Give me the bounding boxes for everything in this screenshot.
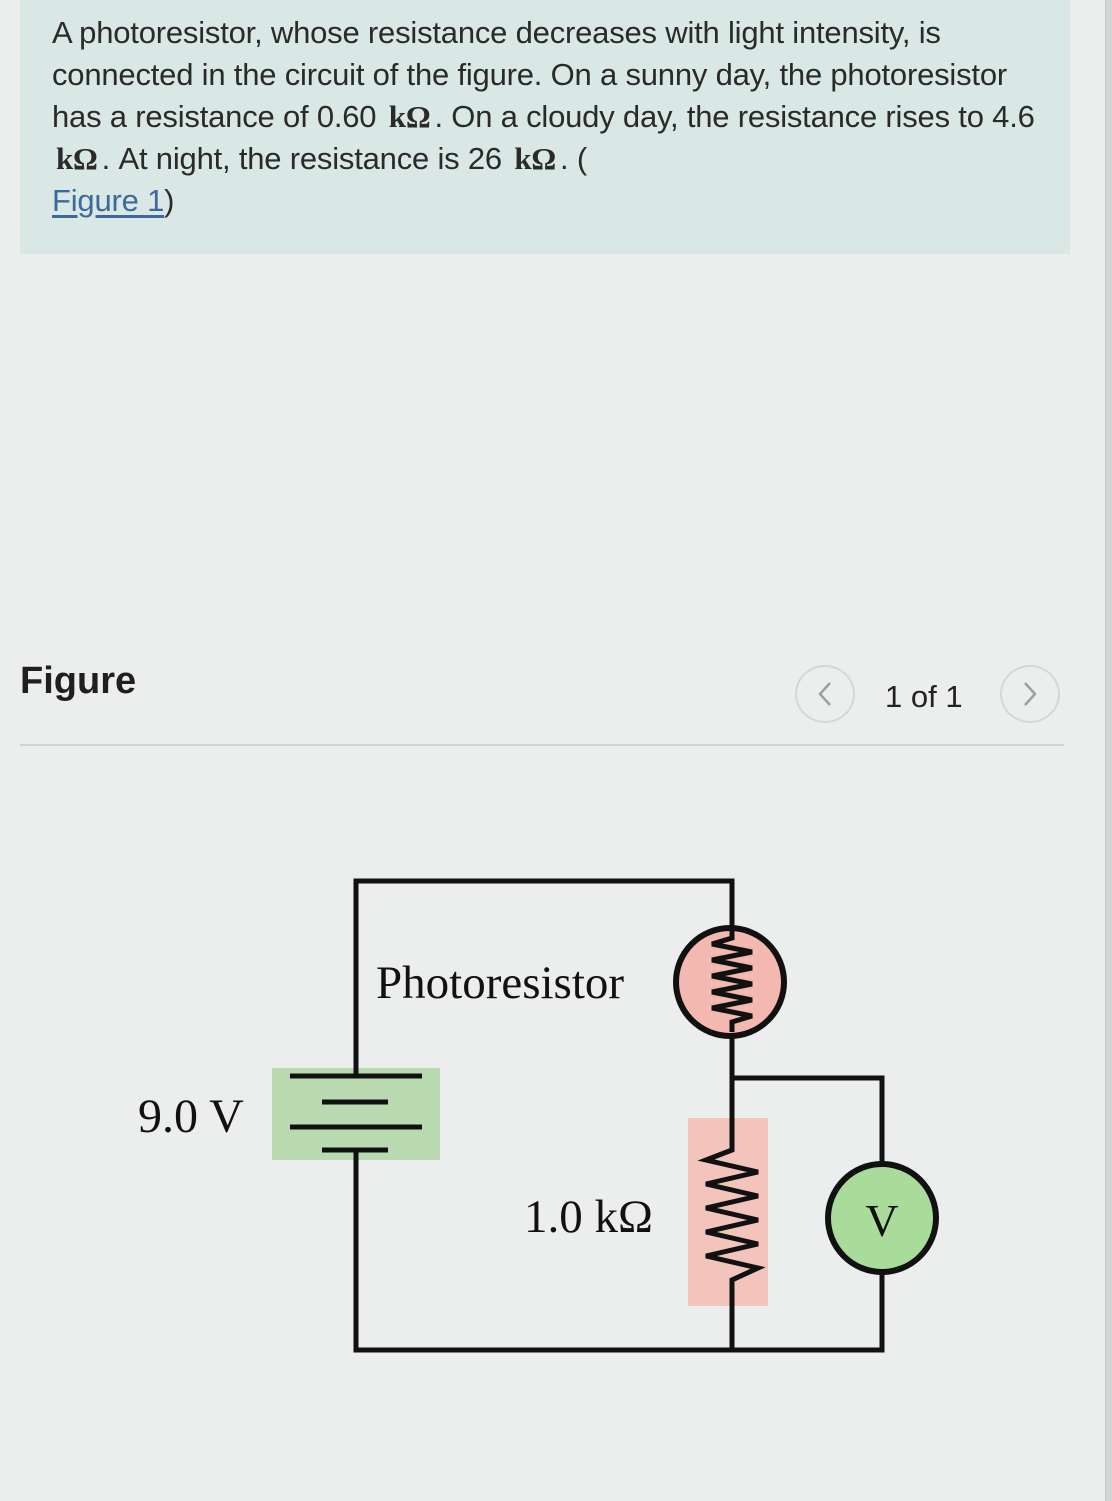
problem-text-part: A photoresistor, whose resistance decrea…	[52, 15, 1007, 134]
photoresistor-label: Photoresistor	[376, 957, 624, 1009]
battery-label: 9.0 V	[138, 1090, 244, 1143]
photoresistor-zigzag	[711, 928, 753, 1032]
previous-figure-button[interactable]	[795, 665, 855, 723]
wire-left-bottom	[353, 1150, 885, 1353]
unit-kilohm: kΩ	[514, 141, 557, 176]
wire-voltmeter-top	[732, 1075, 885, 1164]
figure-heading: Figure	[20, 660, 137, 702]
wire-left-top	[353, 878, 735, 1076]
battery-highlight	[272, 1068, 440, 1160]
scrollbar-track	[1105, 0, 1112, 1501]
chevron-right-icon	[1024, 682, 1037, 706]
problem-text-part: . On a cloudy day, the resistance rises …	[434, 99, 1035, 134]
problem-text-part: . (	[560, 141, 587, 176]
divider	[20, 744, 1064, 746]
resistor-label: 1.0 kΩ	[524, 1191, 653, 1243]
figure-pager: 1 of 1	[795, 665, 1065, 725]
unit-kilohm: kΩ	[388, 99, 431, 134]
problem-statement: A photoresistor, whose resistance decrea…	[20, 0, 1070, 254]
voltmeter-symbol	[825, 1161, 939, 1275]
problem-text: A photoresistor, whose resistance decrea…	[52, 12, 1040, 222]
problem-text-part: . At night, the resistance is 26	[101, 141, 502, 176]
page-counter: 1 of 1	[885, 679, 963, 714]
resistor-zigzag	[697, 1140, 766, 1290]
next-figure-button[interactable]	[1000, 665, 1060, 723]
figure-link[interactable]: Figure 1	[52, 183, 165, 218]
voltmeter-label: V	[865, 1195, 898, 1246]
problem-text-part: )	[164, 183, 175, 218]
chevron-left-icon	[818, 682, 831, 706]
unit-kilohm: kΩ	[56, 141, 98, 176]
